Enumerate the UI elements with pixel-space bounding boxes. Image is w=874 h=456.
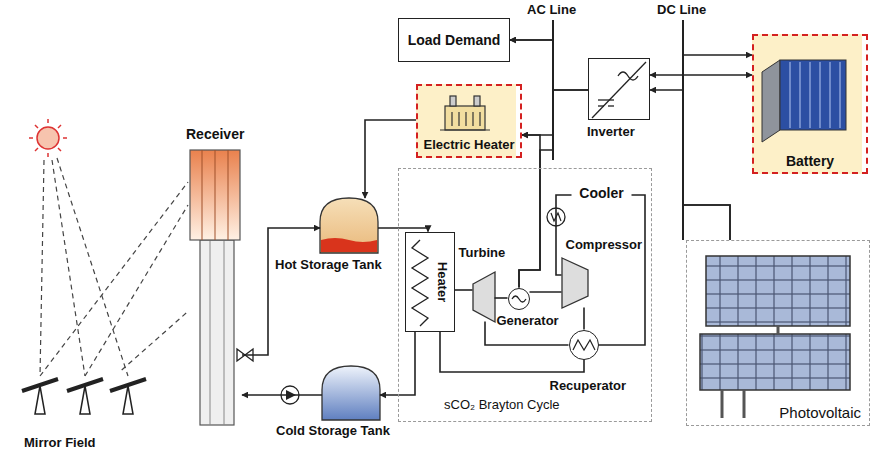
node-label: Cold Storage Tank (276, 424, 390, 439)
cooler: Cooler (572, 184, 632, 204)
connector (556, 195, 572, 275)
battery-box: Battery (752, 34, 868, 174)
node-label: Mirror Field (24, 436, 96, 451)
node-label: Receiver (186, 126, 244, 142)
turbine: Turbine (473, 272, 495, 322)
compressor: Compressor (562, 258, 588, 308)
node-label: Recuperator (550, 379, 627, 394)
cold-tank: Cold Storage Tank (322, 366, 380, 420)
connector (510, 40, 588, 90)
node-label: Turbine (459, 246, 506, 261)
node-label: Hot Storage Tank (275, 258, 382, 273)
connector (683, 55, 752, 240)
connector (495, 297, 508, 299)
electric-heater-box: Electric Heater (416, 84, 522, 158)
load-box: Load Demand (398, 18, 510, 62)
node-label: Generator (497, 314, 559, 329)
connector (599, 195, 646, 345)
node-label: Inverter (587, 125, 635, 140)
node-label: Battery (754, 153, 866, 169)
connector (440, 332, 584, 373)
connector (510, 40, 553, 288)
bus-label: AC Line (527, 2, 576, 17)
connector (650, 74, 752, 76)
connector (242, 228, 320, 355)
node-label: Photovoltaic (779, 404, 861, 421)
node-label: Electric Heater (418, 138, 520, 153)
brayton-region: sCO₂ Brayton CycleHeaterTurbineGenerator… (398, 168, 652, 422)
connector (650, 90, 730, 240)
node-label: sCO₂ Brayton Cycle (444, 398, 560, 413)
node-label: Compressor (566, 238, 643, 253)
connector (530, 291, 562, 293)
generator: Generator (508, 288, 530, 310)
connector (519, 135, 540, 288)
mirror-field: Mirror Field (18, 370, 153, 434)
hot-tank: Hot Storage Tank (320, 198, 378, 254)
receiver-tower: Receiver (188, 150, 242, 425)
inverter-box: Inverter (588, 58, 650, 120)
connector (122, 311, 188, 370)
connector (583, 308, 585, 330)
photovoltaic-box: Photovoltaic (686, 240, 870, 426)
connector (522, 90, 588, 135)
node-label: Cooler (579, 185, 623, 201)
recuperator: Recuperator (569, 330, 599, 360)
connector (365, 120, 416, 198)
node-label: Load Demand (408, 32, 501, 48)
heater-box: Heater (405, 232, 455, 332)
bus-label: DC Line (657, 2, 706, 17)
connector (242, 394, 322, 396)
connector (455, 289, 473, 291)
node-label: Heater (434, 261, 449, 301)
